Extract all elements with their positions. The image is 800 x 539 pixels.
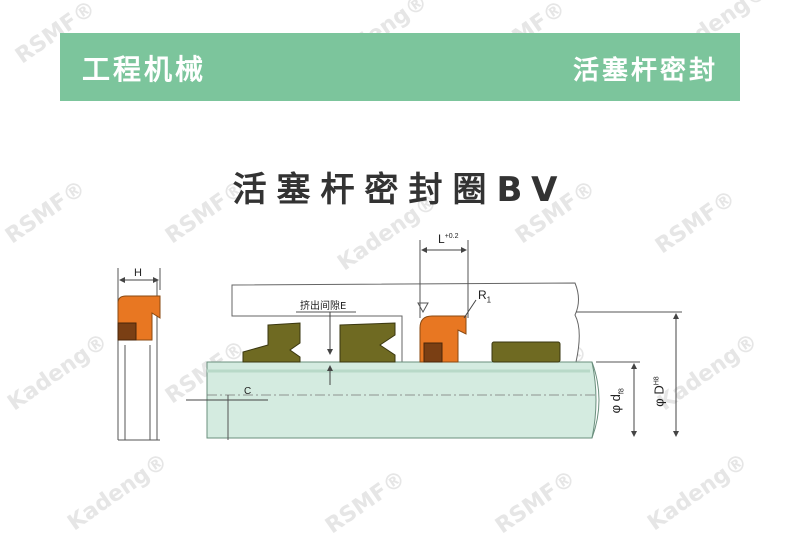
guide-ring xyxy=(491,341,561,363)
buffer-seal xyxy=(339,322,396,363)
length-label: L+0.2 xyxy=(438,232,459,246)
page-title: 活塞杆密封圈BV xyxy=(232,170,568,210)
bv-seal-energizer xyxy=(423,342,443,363)
radius-label: R1 xyxy=(478,288,492,305)
category-label: 工程机械 xyxy=(82,53,207,86)
seal-side-view xyxy=(117,268,161,441)
length-tolerance: +0.2 xyxy=(444,233,459,240)
extrusion-gap-label: 挤出间隙E xyxy=(300,301,347,312)
height-label: H xyxy=(134,267,142,279)
bore-diameter-label: φ DH8 xyxy=(651,376,667,407)
wiper-ring xyxy=(242,322,301,363)
header-band: 工程机械 活塞杆密封 xyxy=(60,33,740,101)
chamfer-label: C xyxy=(244,386,252,397)
product-category-label: 活塞杆密封 xyxy=(572,56,718,86)
rod-diameter-label: φ df8 xyxy=(607,388,626,414)
